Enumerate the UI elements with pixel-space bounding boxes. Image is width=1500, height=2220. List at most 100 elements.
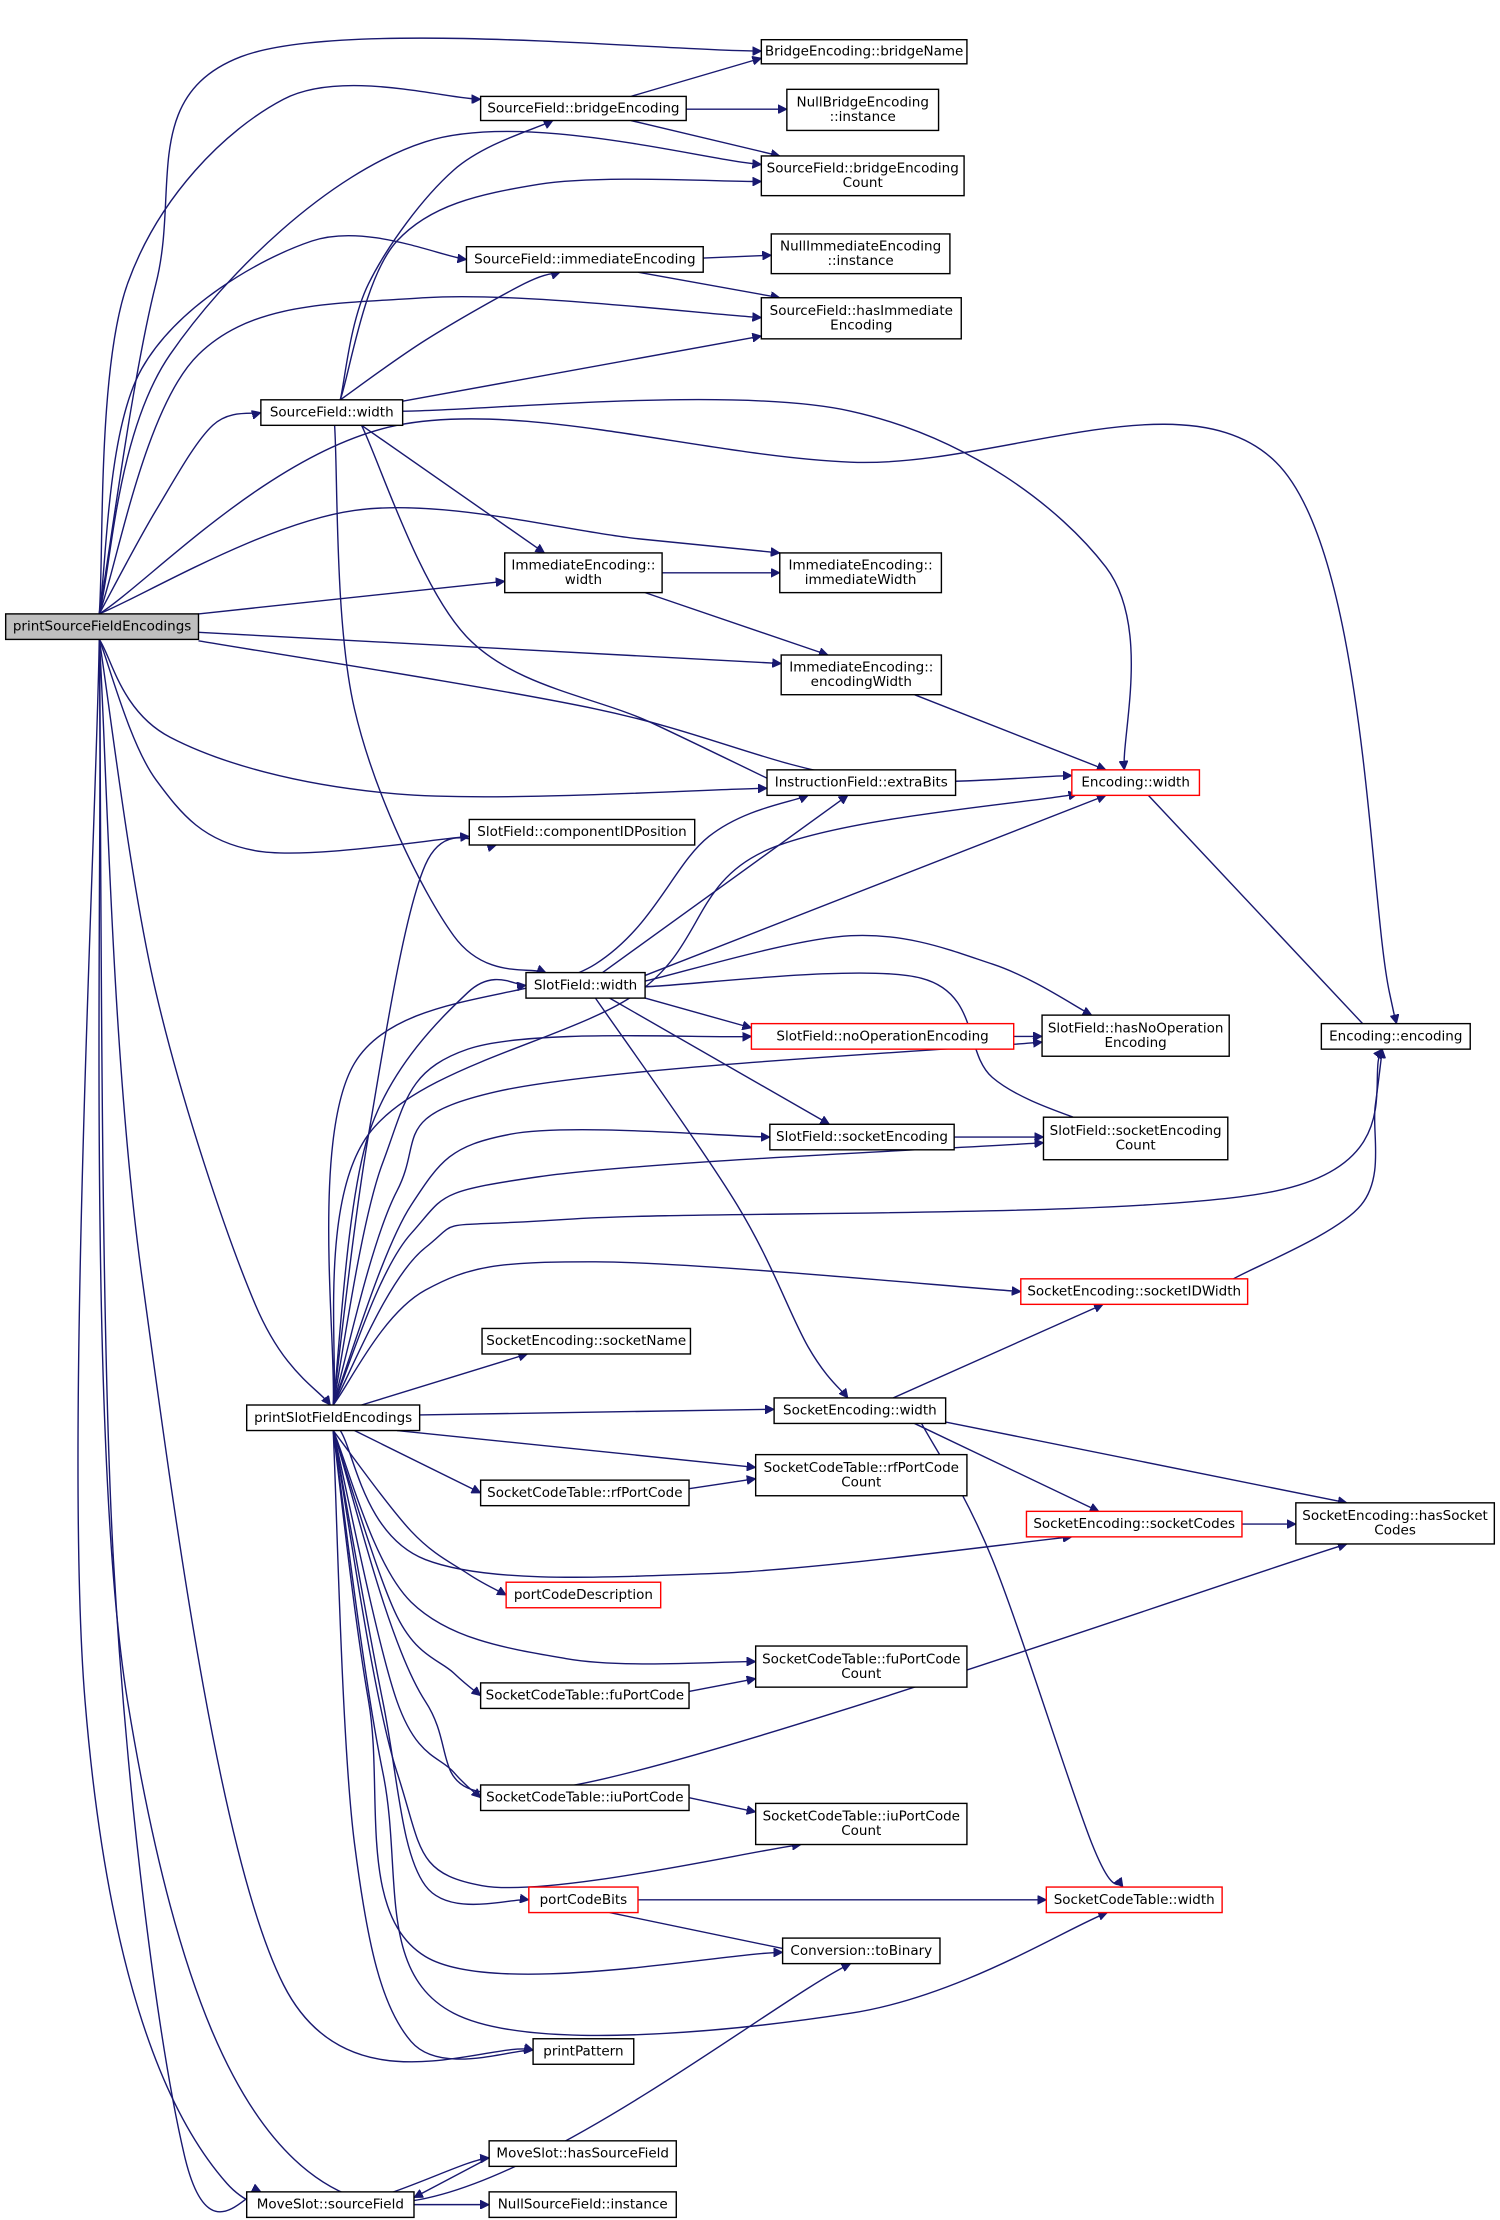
node-label: Count xyxy=(841,1666,881,1682)
node-if-extra[interactable]: InstructionField::extraBits xyxy=(766,769,957,797)
node-ms-src-field[interactable]: MoveSlot::sourceField xyxy=(245,2191,415,2219)
edge-p-slot-fe-to-se-sock-name xyxy=(361,1354,528,1406)
node-se-sock-id-width[interactable]: SocketEncoding::socketIDWidth xyxy=(1020,1278,1249,1306)
node-sf-width[interactable]: SourceField::width xyxy=(260,399,404,427)
edge-sf-imm-enc-to-sf-has-imm xyxy=(637,271,780,298)
node-port-code-desc[interactable]: portCodeDescription xyxy=(505,1581,662,1609)
edge-p-slot-fe-to-slot-has-no-op xyxy=(332,1042,1042,1406)
edge-sf-imm-enc-to-null-imm xyxy=(703,255,771,258)
node-box xyxy=(769,1123,955,1151)
node-label: MoveSlot::sourceField xyxy=(257,2197,404,2213)
node-ie-imm-width[interactable]: ImmediateEncoding::immediateWidth xyxy=(779,552,943,594)
edge-p-sfe-to-sf-bridge-count xyxy=(98,130,761,615)
edge-slot-width-to-slot-sock-enc xyxy=(609,997,830,1125)
edge-sf-width-to-sf-bridge-enc xyxy=(339,119,553,400)
node-se-sock-name[interactable]: SocketEncoding::socketName xyxy=(481,1327,692,1355)
node-p-sfe[interactable]: printSourceFieldEncodings xyxy=(4,613,200,641)
node-label: SocketEncoding::width xyxy=(783,1403,937,1419)
node-sf-bridge-enc[interactable]: SourceField::bridgeEncoding xyxy=(479,95,687,122)
node-label: printSourceFieldEncodings xyxy=(13,619,192,635)
edge-p-slot-fe-to-sct-width xyxy=(332,1430,1107,2037)
node-label: SourceField::hasImmediate xyxy=(770,303,953,319)
node-enc-width[interactable]: Encoding::width xyxy=(1071,769,1201,797)
node-label: portCodeBits xyxy=(540,1892,628,1908)
edge-p-slot-fe-to-sct-rf-count xyxy=(396,1429,756,1468)
node-label: Count xyxy=(841,1823,881,1839)
node-box xyxy=(754,1802,968,1846)
node-label: SlotField::hasNoOperation xyxy=(1048,1020,1224,1036)
node-label: SocketEncoding::hasSocket xyxy=(1302,1508,1488,1524)
edge-p-slot-fe-to-enc-enc xyxy=(332,1049,1382,1406)
edge-p-slot-fe-to-sct-fu xyxy=(332,1430,480,1696)
node-box xyxy=(1071,769,1201,797)
node-ie-width[interactable]: ImmediateEncoding::width xyxy=(504,552,663,594)
edge-sct-fu-to-sct-fu-count xyxy=(688,1679,756,1693)
node-label: SocketCodeTable::fuPortCode xyxy=(762,1651,960,1667)
node-slot-width[interactable]: SlotField::width xyxy=(525,971,646,999)
node-bridge-name[interactable]: BridgeEncoding::bridgeName xyxy=(760,38,968,65)
node-sct-rf[interactable]: SocketCodeTable::rfPortCode xyxy=(479,1479,690,1507)
node-sf-imm-enc[interactable]: SourceField::immediateEncoding xyxy=(465,245,704,273)
node-label: NullBridgeEncoding xyxy=(797,95,929,111)
node-box xyxy=(479,1479,690,1507)
node-label: Conversion::toBinary xyxy=(790,1943,932,1959)
node-label: SourceField::bridgeEncoding xyxy=(487,100,679,116)
node-slot-sock-enc[interactable]: SlotField::socketEncoding xyxy=(769,1123,955,1151)
node-label: SocketCodeTable::rfPortCode xyxy=(764,1460,959,1476)
edge-p-slot-fe-to-port-code-bits xyxy=(332,1430,529,1906)
node-box xyxy=(488,2140,677,2168)
edge-p-sfe-to-sf-bridge-enc xyxy=(98,84,480,614)
node-sct-iu[interactable]: SocketCodeTable::iuPortCode xyxy=(479,1784,690,1812)
node-port-code-bits[interactable]: portCodeBits xyxy=(528,1886,639,1914)
node-slot-comp-id[interactable]: SlotField::componentIDPosition xyxy=(468,818,696,846)
node-enc-enc[interactable]: Encoding::encoding xyxy=(1320,1022,1471,1050)
node-slot-no-op[interactable]: SlotField::noOperationEncoding xyxy=(750,1022,1015,1050)
edge-enc-width-to-enc-enc xyxy=(1147,794,1386,1049)
edge-sf-width-to-ie-width xyxy=(361,424,545,553)
node-box xyxy=(525,971,646,999)
node-label: width xyxy=(565,572,602,588)
edge-p-sfe-to-enc-enc xyxy=(98,418,1401,1044)
node-label: SourceField::immediateEncoding xyxy=(474,251,695,267)
node-label: SocketCodeTable::fuPortCode xyxy=(486,1688,684,1704)
node-label: ImmediateEncoding:: xyxy=(511,558,655,574)
edge-p-slot-fe-to-if-extra xyxy=(327,795,808,1406)
node-p-slot-fe[interactable]: printSlotFieldEncodings xyxy=(245,1404,421,1432)
node-ie-enc-width[interactable]: ImmediateEncoding::encodingWidth xyxy=(780,654,943,696)
node-label: Count xyxy=(841,1474,881,1490)
edge-p-sfe-to-sf-imm-enc xyxy=(98,234,466,615)
node-null-src-field[interactable]: NullSourceField::instance xyxy=(488,2191,677,2219)
node-null-imm[interactable]: NullImmediateEncoding::instance xyxy=(770,233,951,275)
node-box xyxy=(754,1453,968,1497)
node-ms-has-src[interactable]: MoveSlot::hasSourceField xyxy=(488,2140,677,2168)
edge-sf-width-to-sf-has-imm xyxy=(402,336,762,402)
edge-ie-width-to-ie-enc-width xyxy=(644,591,828,655)
node-se-sock-codes[interactable]: SocketEncoding::socketCodes xyxy=(1025,1510,1243,1538)
node-box xyxy=(1025,1510,1243,1538)
node-label: SocketEncoding::socketName xyxy=(486,1333,686,1349)
edge-p-slot-fe-to-slot-sock-count xyxy=(332,1143,1043,1406)
node-sct-width[interactable]: SocketCodeTable::width xyxy=(1045,1886,1223,1914)
node-label: Encoding::encoding xyxy=(1329,1028,1462,1044)
node-conv-to-bin[interactable]: Conversion::toBinary xyxy=(781,1937,941,1965)
edge-p-slot-fe-to-slot-sock-enc xyxy=(332,1129,770,1406)
node-sct-fu[interactable]: SocketCodeTable::fuPortCode xyxy=(479,1682,690,1710)
node-box xyxy=(479,1682,690,1710)
node-null-bridge[interactable]: NullBridgeEncoding::instance xyxy=(786,88,940,132)
node-label: SourceField::bridgeEncoding xyxy=(767,161,959,177)
edge-p-sfe-to-ie-imm-width xyxy=(98,506,780,615)
edge-sf-width-to-sf-imm-enc xyxy=(339,272,560,401)
edge-sf-width-to-enc-width xyxy=(402,398,1132,770)
node-se-width[interactable]: SocketEncoding::width xyxy=(773,1397,947,1425)
node-print-pattern[interactable]: printPattern xyxy=(532,2038,635,2065)
edge-slot-width-to-se-width xyxy=(594,997,847,1398)
edge-se-width-to-se-has-sock-codes xyxy=(945,1421,1347,1503)
